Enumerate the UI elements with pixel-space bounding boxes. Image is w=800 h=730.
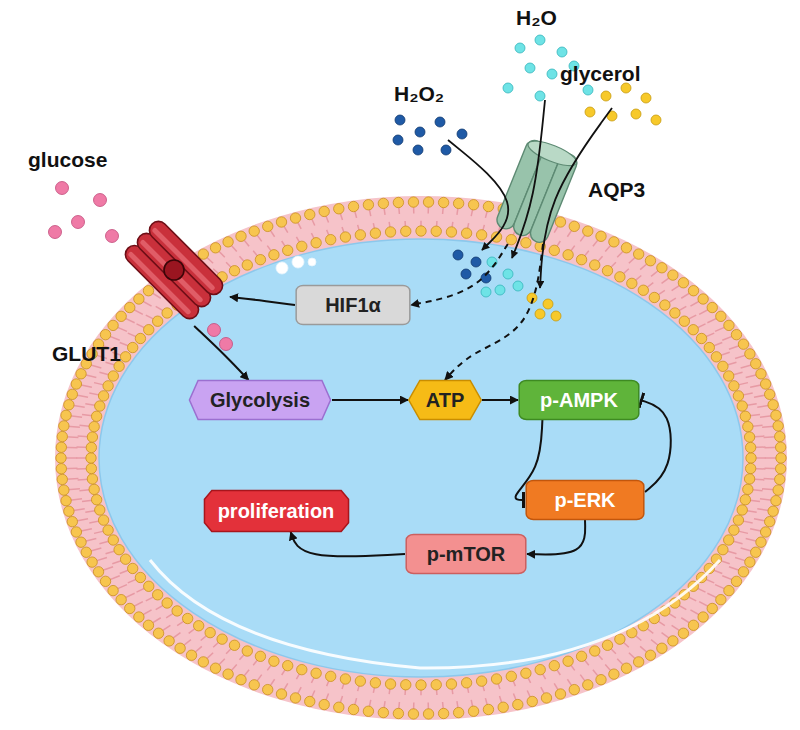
outcome-box: proliferation — [203, 490, 350, 532]
metabolite-hexagon: ATP — [408, 380, 482, 420]
signal-box: p-ERK — [525, 480, 645, 520]
arrow-connector — [527, 520, 585, 555]
membrane-outer-heads — [56, 197, 786, 719]
molecule-label: glycerol — [560, 62, 641, 86]
node-text: proliferation — [218, 500, 335, 523]
membrane-inner-heads — [76, 221, 766, 695]
h2o2-inside — [453, 250, 491, 283]
node-text: HIF1α — [325, 294, 381, 317]
bubbles-small — [308, 258, 316, 266]
process-box: HIF1α — [295, 285, 411, 325]
process-hexagon: Glycolysis — [188, 380, 332, 420]
inhibition-connector — [640, 400, 671, 492]
molecule-label: H₂O₂ — [394, 82, 444, 106]
water-inside — [481, 257, 523, 297]
node-text: p-mTOR — [427, 543, 506, 566]
aquaporin-channel: AQP3 — [492, 138, 580, 244]
molecule-label: glucose — [28, 148, 107, 172]
node-text: ATP — [426, 389, 465, 412]
protein-label: AQP3 — [588, 178, 645, 202]
arrow-connector — [445, 244, 543, 380]
channel-flow-line — [448, 140, 508, 250]
node-text: p-AMPK — [540, 389, 618, 412]
node-text: p-ERK — [554, 489, 615, 512]
glucose-transporter: GLUT1 — [118, 214, 230, 326]
arrow-connector — [230, 297, 295, 305]
molecule-label: H₂O — [516, 6, 557, 30]
glut1-shape — [118, 214, 230, 326]
node-text: Glycolysis — [210, 389, 310, 412]
glycerol-molecules — [585, 83, 661, 125]
arrow-connector — [194, 326, 248, 380]
signal-box: p-mTOR — [405, 534, 527, 574]
glucose-molecules — [49, 182, 119, 243]
bubbles — [276, 256, 304, 274]
arrow-connector — [482, 399, 518, 401]
glycerol-inside — [527, 293, 561, 321]
protein-label: GLUT1 — [52, 342, 121, 366]
arrow-connector — [291, 532, 405, 556]
h2o2-molecules — [393, 115, 467, 155]
membrane-band — [55, 196, 787, 720]
signal-box: p-AMPK — [518, 380, 640, 420]
arrow-connector — [411, 244, 508, 305]
aqp3-shape — [492, 138, 580, 244]
arrow-connector — [332, 399, 408, 401]
highlight-arc — [150, 560, 720, 668]
glucose-molecules-inside — [208, 324, 233, 351]
